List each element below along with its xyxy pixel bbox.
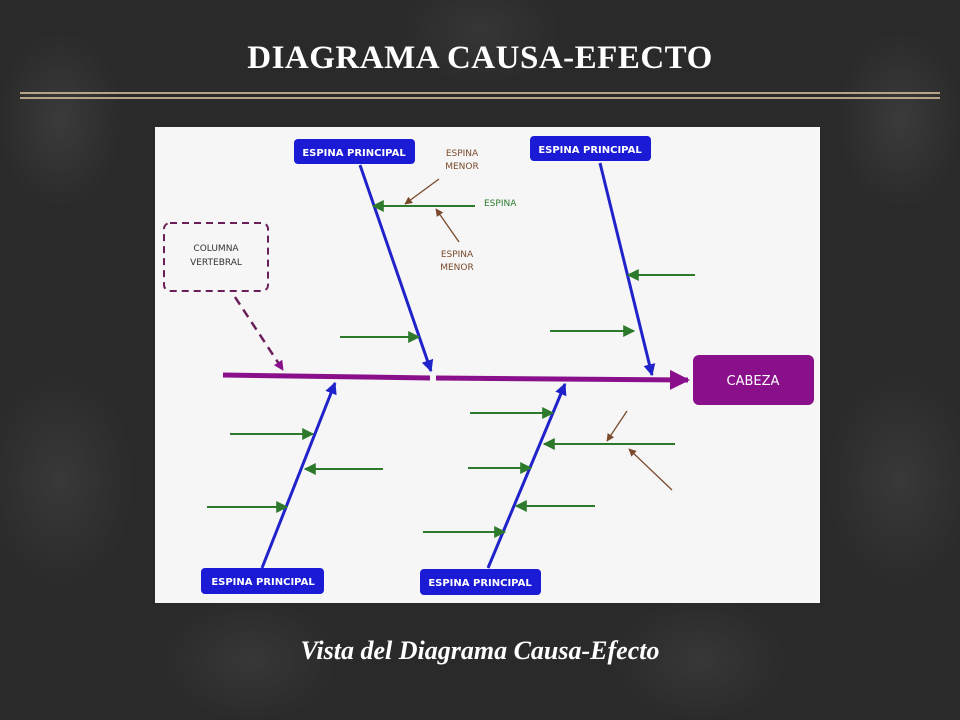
main-bone-lower-left	[260, 381, 337, 569]
main-bone-box-upper-left	[294, 139, 415, 164]
main-bone-box-upper-right	[530, 136, 651, 161]
main-bone-upper-right	[598, 162, 656, 377]
main-bone-lower-right	[486, 382, 567, 569]
spine-left-segment	[222, 372, 431, 381]
main-bone-label-lower-right: ESPINA PRINCIPAL	[428, 578, 532, 589]
spine-label-line2: VERTEBRAL	[190, 258, 242, 268]
minor-bone-arrow	[404, 178, 440, 205]
minor-bone-label-top-line2: MENOR	[445, 162, 479, 172]
main-bone-label-lower-left: ESPINA PRINCIPAL	[211, 577, 315, 588]
minor-bone-label-top-line1: ESPINA	[446, 149, 479, 159]
minor-bone-label-bottom-line1: ESPINA	[441, 250, 474, 260]
minor-bone-label-bottom-line2: MENOR	[440, 263, 474, 273]
spine-label-line1: COLUMNA	[193, 244, 239, 254]
slide-title: DIAGRAMA CAUSA-EFECTO	[247, 40, 713, 76]
head-label: CABEZA	[727, 374, 780, 389]
main-bone-upper-left	[358, 164, 434, 373]
main-bone-label-upper-left: ESPINA PRINCIPAL	[302, 148, 406, 159]
spine-right-segment	[435, 369, 690, 390]
minor-bone-arrow	[435, 208, 460, 243]
head-box	[693, 355, 814, 405]
title-divider	[20, 92, 940, 99]
main-bone-box-lower-right	[420, 569, 541, 595]
main-bone-label-upper-right: ESPINA PRINCIPAL	[538, 145, 642, 156]
main-bone-box-lower-left	[201, 568, 324, 594]
spine-label-box	[163, 222, 269, 292]
spine-label-pointer	[233, 296, 285, 371]
bone-label: ESPINA	[484, 199, 517, 209]
minor-bone-arrow	[606, 410, 628, 442]
slide-caption: Vista del Diagrama Causa-Efecto	[300, 636, 660, 665]
minor-bone-arrow	[628, 448, 673, 491]
fishbone-canvas: CABEZA COLUMNA VERTEBRAL ESPINA PRINCIPA…	[163, 136, 814, 595]
fishbone-diagram: CABEZA COLUMNA VERTEBRAL ESPINA PRINCIPA…	[155, 127, 820, 603]
